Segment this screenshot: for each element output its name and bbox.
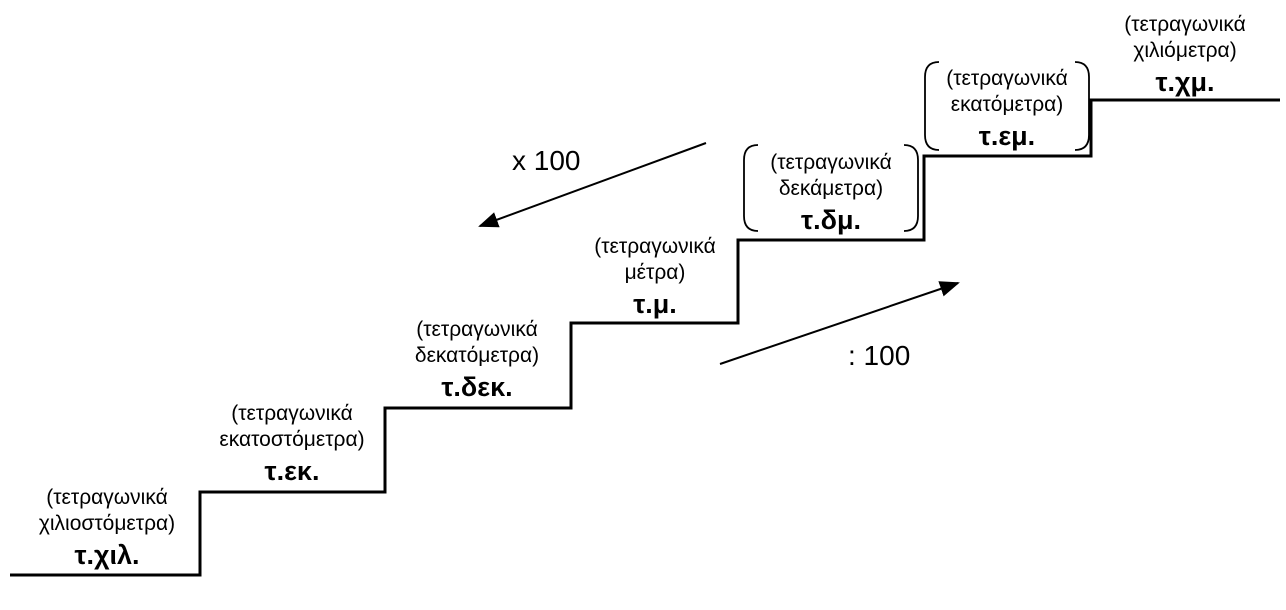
bracket-tdm (743, 144, 919, 232)
step-abbreviation: τ.χιλ. (74, 540, 140, 570)
step-desc-line2: δεκάμετρα) (778, 177, 884, 200)
staircase-line (10, 98, 1280, 577)
step-desc-line2: δεκατόμετρα) (414, 344, 540, 367)
arrow-down-left (478, 142, 707, 228)
step-desc-line1: (τετραγωνικά (946, 67, 1068, 90)
step-desc-line2: χιλιόμετρα) (1133, 39, 1237, 62)
step-abbreviation: τ.εκ. (264, 456, 320, 486)
step-desc-line2: μέτρα) (624, 261, 686, 284)
step-desc-line1: (τετραγωνικά (46, 486, 168, 509)
step-abbreviation: τ.εμ. (978, 121, 1036, 151)
step-desc-line1: (τετραγωνικά (1124, 13, 1246, 36)
step-label-sq-hectometers: (τετραγωνικά εκατόμετρα) τ.εμ. (887, 66, 1127, 152)
step-abbreviation: τ.χμ. (1155, 67, 1215, 97)
step-label-sq-meters: (τετραγωνικά μέτρα) τ.μ. (535, 234, 775, 320)
step-desc-line2: εκατοστόμετρα) (219, 428, 365, 451)
step-label-sq-centimeters: (τετραγωνικά εκατοστόμετρα) τ.εκ. (172, 401, 412, 487)
step-desc-line2: εκατόμετρα) (950, 93, 1064, 116)
step-label-sq-decameters: (τετραγωνικά δεκάμετρα) τ.δμ. (711, 150, 951, 236)
bracket-tem (924, 61, 1090, 151)
step-desc-line1: (τετραγωνικά (231, 402, 353, 425)
step-desc-line1: (τετραγωνικά (416, 318, 538, 341)
step-abbreviation: τ.δμ. (801, 205, 861, 235)
factor-divide-label: : 100 (848, 340, 911, 371)
arrow-up-right (719, 281, 960, 365)
factor-multiply-label: x 100 (512, 145, 581, 176)
step-label-sq-millimeters: (τετραγωνικά χιλιοστόμετρα) τ.χιλ. (0, 485, 227, 571)
step-desc-line1: (τετραγωνικά (594, 235, 716, 258)
step-abbreviation: τ.δεκ. (441, 372, 513, 402)
step-desc-line1: (τετραγωνικά (770, 151, 892, 174)
step-label-sq-decimeters: (τετραγωνικά δεκατόμετρα) τ.δεκ. (357, 317, 597, 403)
step-label-sq-kilometers: (τετραγωνικά χιλιόμετρα) τ.χμ. (1065, 12, 1286, 98)
step-desc-line2: χιλιοστόμετρα) (38, 512, 176, 535)
step-abbreviation: τ.μ. (633, 289, 677, 319)
